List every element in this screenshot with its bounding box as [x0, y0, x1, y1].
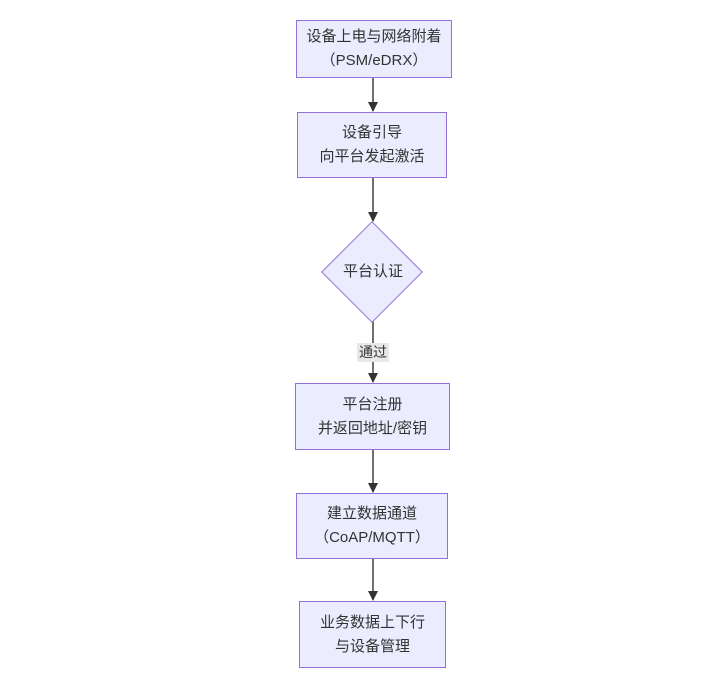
node-bootstrap-line1: 设备引导: [341, 124, 402, 141]
node-power-attach-line1: 设备上电与网络附着: [306, 28, 442, 45]
node-power-attach-line2: （PSM/eDRX）: [320, 52, 428, 69]
node-platform-auth-label: 平台认证: [342, 263, 403, 280]
edge-label-pass: 通过: [357, 343, 389, 362]
node-register: 平台注册 并返回地址/密钥: [295, 383, 450, 450]
node-power-attach: 设备上电与网络附着 （PSM/eDRX）: [296, 20, 452, 78]
node-bootstrap-line2: 向平台发起激活: [319, 148, 425, 165]
node-register-line2: 并返回地址/密钥: [317, 419, 428, 437]
node-data-channel: 建立数据通道 （CoAP/MQTT）: [296, 493, 448, 559]
node-bootstrap: 设备引导 向平台发起激活: [297, 112, 447, 178]
node-data-channel-line1: 建立数据通道: [326, 505, 417, 522]
node-business-data-line2: 与设备管理: [334, 637, 410, 655]
node-business-data: 业务数据上下行 与设备管理: [299, 601, 446, 668]
node-business-data-line1: 业务数据上下行: [319, 613, 425, 631]
node-data-channel-line2: （CoAP/MQTT）: [314, 529, 430, 546]
node-register-line1: 平台注册: [342, 395, 403, 413]
